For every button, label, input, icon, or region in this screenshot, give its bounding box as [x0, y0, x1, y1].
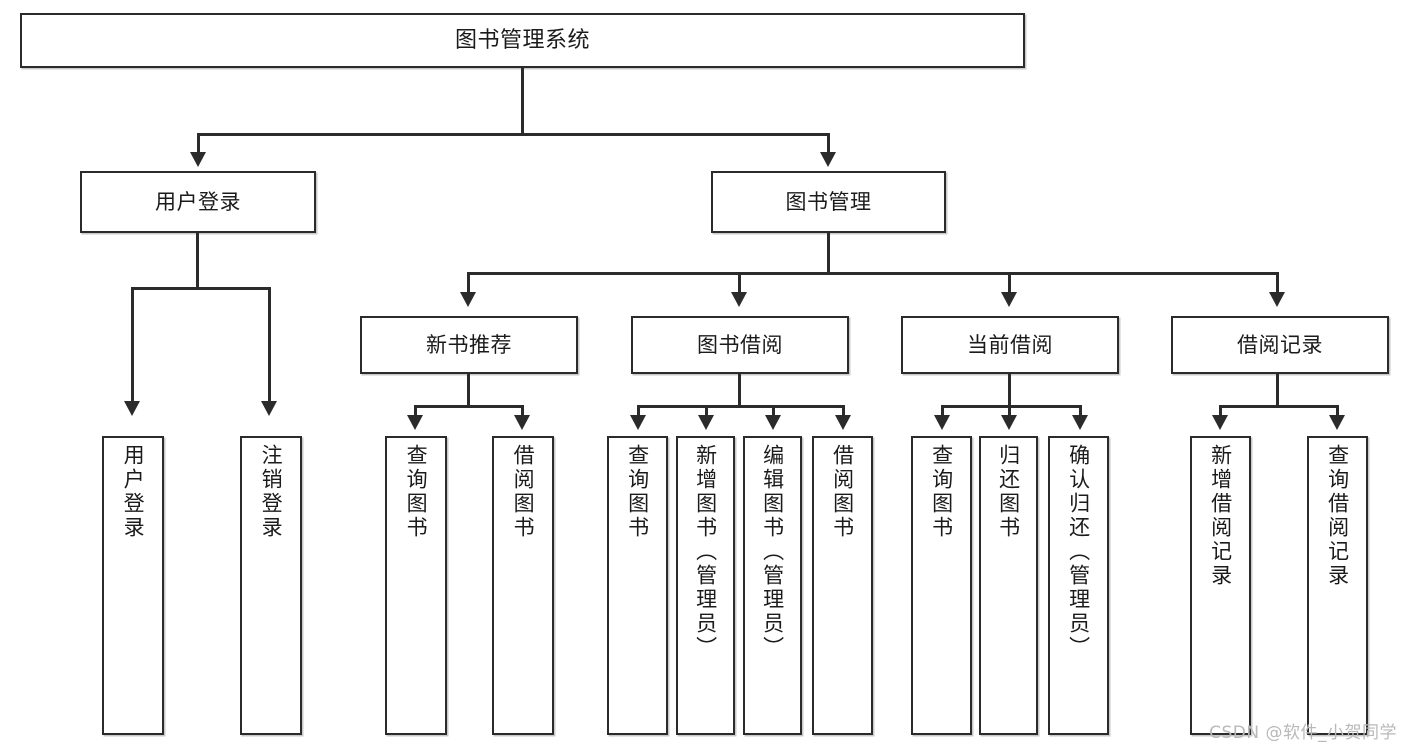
connector-root-drop-right — [827, 133, 830, 155]
node-root-system[interactable]: 图书管理系统 — [20, 13, 1025, 68]
node-label: 借阅图书 — [511, 444, 536, 540]
node-user-login[interactable]: 用户登录 — [80, 171, 316, 233]
leaf-query-book-borrow[interactable]: 查询图书 — [607, 436, 668, 735]
arrow-to-borrow-record — [1269, 292, 1285, 307]
connector-newbook-drop-2 — [521, 405, 524, 417]
node-borrow-record[interactable]: 借阅记录 — [1171, 316, 1389, 374]
node-label: 借阅记录 — [1237, 332, 1323, 357]
node-label: 图书管理 — [785, 189, 872, 214]
leaf-query-book-newbook[interactable]: 查询图书 — [385, 436, 447, 735]
node-book-borrow[interactable]: 图书借阅 — [631, 316, 849, 374]
connector-borrow-stem — [738, 374, 741, 408]
leaf-add-book-admin[interactable]: 新增图书（管理员） — [676, 436, 735, 735]
arrow-to-leaf-query-book-2 — [630, 415, 646, 430]
arrow-to-new-book — [460, 292, 476, 307]
connector-borrow-drop-1 — [637, 405, 640, 417]
leaf-logout[interactable]: 注销登录 — [240, 436, 302, 735]
connector-book-manage-bus — [467, 272, 1279, 275]
connector-book-manage-stem — [827, 233, 830, 275]
connector-user-login-drop-1 — [131, 287, 134, 404]
connector-current-drop-2 — [1008, 405, 1011, 417]
node-label: 当前借阅 — [967, 332, 1053, 357]
node-label: 归还图书 — [996, 444, 1021, 540]
connector-current-bus — [941, 405, 1082, 408]
leaf-borrow-book-borrow[interactable]: 借阅图书 — [812, 436, 873, 735]
leaf-edit-book-admin[interactable]: 编辑图书（管理员） — [743, 436, 802, 735]
node-new-book-recommend[interactable]: 新书推荐 — [360, 316, 578, 374]
node-label: 图书借阅 — [697, 332, 783, 357]
leaf-user-login[interactable]: 用户登录 — [102, 436, 164, 735]
arrow-to-book-manage — [820, 152, 836, 167]
arrow-to-leaf-query-record — [1329, 415, 1345, 430]
connector-current-drop-1 — [941, 405, 944, 417]
connector-user-login-drop-2 — [268, 287, 271, 404]
node-label: 确认归还（管理员） — [1066, 444, 1091, 660]
node-label: 编辑图书（管理员） — [760, 444, 785, 660]
node-label: 新增图书（管理员） — [693, 444, 718, 660]
arrow-to-leaf-user-login — [124, 401, 140, 416]
leaf-query-borrow-record[interactable]: 查询借阅记录 — [1307, 436, 1368, 735]
connector-user-login-bus — [131, 287, 271, 290]
node-label: 注销登录 — [259, 444, 284, 540]
node-label: 用户登录 — [121, 444, 146, 540]
node-label: 查询图书 — [625, 444, 650, 540]
node-book-manage[interactable]: 图书管理 — [711, 171, 946, 233]
connector-record-stem — [1276, 374, 1279, 408]
connector-newbook-drop-1 — [414, 405, 417, 417]
connector-newbook-bus — [414, 405, 524, 408]
leaf-borrow-book-newbook[interactable]: 借阅图书 — [492, 436, 554, 735]
node-label: 图书管理系统 — [454, 27, 590, 53]
node-label: 用户登录 — [155, 189, 241, 214]
leaf-query-book-current[interactable]: 查询图书 — [911, 436, 972, 735]
node-label: 新书推荐 — [426, 332, 512, 357]
leaf-confirm-return-admin[interactable]: 确认归还（管理员） — [1048, 436, 1109, 735]
arrow-to-leaf-add-book — [698, 415, 714, 430]
leaf-return-book[interactable]: 归还图书 — [979, 436, 1038, 735]
connector-borrow-drop-3 — [772, 405, 775, 417]
arrow-to-leaf-return-book — [1001, 415, 1017, 430]
arrow-to-user-login — [190, 152, 206, 167]
arrow-to-current-borrow — [1001, 292, 1017, 307]
connector-current-drop-3 — [1079, 405, 1082, 417]
connector-bm-drop-1 — [467, 272, 470, 294]
arrow-to-leaf-logout — [261, 401, 277, 416]
connector-record-drop-2 — [1336, 405, 1339, 417]
connector-borrow-bus — [637, 405, 845, 408]
arrow-to-leaf-query-book-1 — [407, 415, 423, 430]
leaf-add-borrow-record[interactable]: 新增借阅记录 — [1190, 436, 1251, 735]
arrow-to-leaf-borrow-book-2 — [835, 415, 851, 430]
arrow-to-leaf-add-record — [1212, 415, 1228, 430]
arrow-to-leaf-query-book-3 — [934, 415, 950, 430]
arrow-to-leaf-confirm-return — [1072, 415, 1088, 430]
connector-current-stem — [1008, 374, 1011, 408]
connector-newbook-stem — [467, 374, 470, 408]
connector-borrow-drop-4 — [842, 405, 845, 417]
connector-record-bus — [1219, 405, 1339, 408]
connector-borrow-drop-2 — [705, 405, 708, 417]
connector-root-drop-left — [197, 133, 200, 155]
arrow-to-leaf-borrow-book-1 — [514, 415, 530, 430]
arrow-to-book-borrow — [731, 292, 747, 307]
arrow-to-leaf-edit-book — [765, 415, 781, 430]
connector-user-login-stem — [196, 233, 199, 290]
node-label: 查询借阅记录 — [1325, 444, 1350, 588]
node-current-borrow[interactable]: 当前借阅 — [901, 316, 1119, 374]
node-label: 借阅图书 — [830, 444, 855, 540]
connector-record-drop-1 — [1219, 405, 1222, 417]
connector-root-bus — [197, 133, 830, 136]
connector-bm-drop-2 — [738, 272, 741, 294]
node-label: 查询图书 — [404, 444, 429, 540]
connector-bm-drop-3 — [1008, 272, 1011, 294]
connector-root-stem — [521, 68, 524, 135]
connector-bm-drop-4 — [1276, 272, 1279, 294]
node-label: 新增借阅记录 — [1208, 444, 1233, 588]
node-label: 查询图书 — [929, 444, 954, 540]
